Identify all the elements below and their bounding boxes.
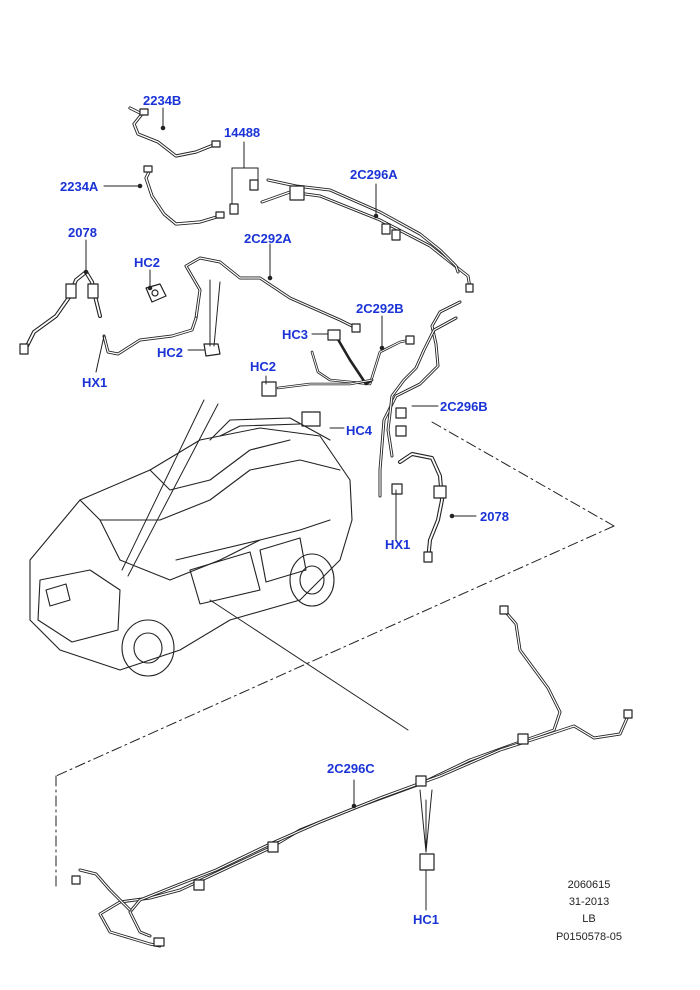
callout-2234b: 2234B [143, 93, 182, 108]
callout-2078-left: 2078 [68, 225, 97, 240]
callout-hc4: HC4 [346, 423, 373, 438]
pipe-2c296b [378, 300, 462, 498]
callout-hc2-left: HC2 [157, 345, 184, 360]
callout-2c296b: 2C296B [440, 399, 488, 414]
drawing-number: 2060615 [567, 879, 611, 891]
revision-date: 31-2013 [568, 896, 610, 908]
pipe-2234b [128, 106, 221, 158]
hose-2078-right [391, 452, 447, 563]
pipe-2c292b [261, 329, 415, 427]
callout-hx1-right: HX1 [385, 537, 411, 552]
callout-2c292b: 2C292B [356, 301, 404, 316]
clip-hc2-left [203, 343, 221, 357]
hose-2078-left [19, 270, 102, 355]
callout-2c292a: 2C292A [244, 231, 292, 246]
callout-2c296c: 2C296C [327, 761, 375, 776]
callout-hx1-left: HX1 [82, 375, 108, 390]
vehicle-outline [29, 417, 353, 677]
callout-hc1: HC1 [413, 912, 440, 927]
callout-2234a: 2234A [60, 179, 99, 194]
callout-leaders [83, 107, 477, 911]
dash-outlines [55, 421, 615, 887]
leader-lines [121, 399, 409, 731]
callout-hc2-top: HC2 [134, 255, 161, 270]
pipe-2c296a [260, 178, 474, 293]
callout-14488: 14488 [224, 125, 261, 140]
pipe-2c296c [71, 605, 633, 948]
model-code: LB [582, 913, 596, 925]
callout-hc2-mid: HC2 [250, 359, 277, 374]
callout-2c296a: 2C296A [350, 167, 398, 182]
pipe-2c292a [102, 256, 361, 356]
callout-2078-right: 2078 [480, 509, 509, 524]
pipe-2234a [143, 165, 225, 226]
callout-hc3: HC3 [282, 327, 309, 342]
unions-14488 [229, 179, 259, 215]
illustration-id: P0150578-05 [555, 931, 623, 943]
